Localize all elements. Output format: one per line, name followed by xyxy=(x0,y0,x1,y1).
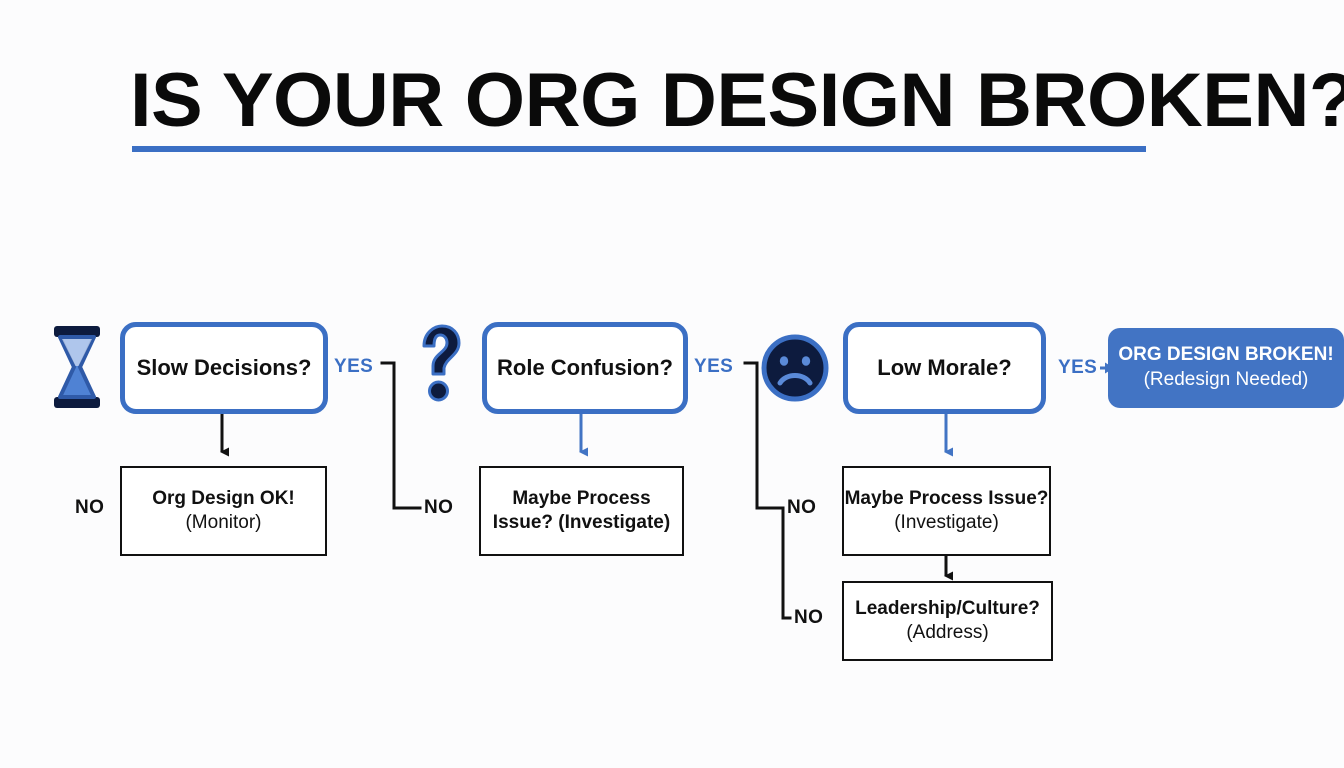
outcome-maybe-process-issue-col3-line-1: Maybe Process Issue? xyxy=(844,487,1049,509)
outcome-maybe-process-issue-col2[interactable]: Maybe Process Issue? (Investigate) xyxy=(479,466,684,556)
decision-low-morale[interactable]: Low Morale? xyxy=(843,322,1046,414)
terminal-line-2: (Redesign Needed) xyxy=(1143,369,1309,390)
outcome-leadership-culture-line-1: Leadership/Culture? xyxy=(855,597,1040,619)
edge-label-no-1: NO xyxy=(75,497,105,518)
outcome-maybe-process-issue-col2-line-1: Maybe Process xyxy=(512,487,651,509)
outcome-org-design-ok-line-2: (Monitor) xyxy=(185,512,262,533)
edge-label-yes-2: YES xyxy=(694,356,734,377)
decision-slow-decisions[interactable]: Slow Decisions? xyxy=(120,322,328,414)
title-underline-rule xyxy=(132,146,1146,152)
edge-label-no-4: NO xyxy=(794,607,824,628)
outcome-maybe-process-issue-col2-line-2: Issue? (Investigate) xyxy=(492,512,671,533)
outcome-leadership-culture-line-2: (Address) xyxy=(906,622,989,643)
edge-label-yes-3: YES xyxy=(1058,357,1098,378)
decision-low-morale-label: Low Morale? xyxy=(877,355,1012,380)
sad-face-icon xyxy=(760,333,830,403)
hourglass-icon xyxy=(48,322,106,412)
edge-label-yes-1: YES xyxy=(334,356,374,377)
page-title: IS YOUR ORG DESIGN BROKEN? xyxy=(130,58,1344,143)
outcome-leadership-culture[interactable]: Leadership/Culture? (Address) xyxy=(842,581,1053,661)
outcome-org-design-ok[interactable]: Org Design OK! (Monitor) xyxy=(120,466,327,556)
outcome-org-design-ok-line-1: Org Design OK! xyxy=(152,487,295,509)
question-mark-icon xyxy=(413,322,465,406)
outcome-maybe-process-issue-col3-line-2: (Investigate) xyxy=(894,512,999,533)
edge-label-no-2: NO xyxy=(424,497,454,518)
decision-slow-decisions-label: Slow Decisions? xyxy=(136,355,312,380)
decision-role-confusion-label: Role Confusion? xyxy=(497,355,673,380)
terminal-org-design-broken[interactable]: ORG DESIGN BROKEN! (Redesign Needed) xyxy=(1108,328,1344,408)
decision-role-confusion[interactable]: Role Confusion? xyxy=(482,322,688,414)
edge-label-no-3: NO xyxy=(787,497,817,518)
terminal-line-1: ORG DESIGN BROKEN! xyxy=(1118,344,1334,366)
outcome-maybe-process-issue-col3[interactable]: Maybe Process Issue? (Investigate) xyxy=(842,466,1051,556)
